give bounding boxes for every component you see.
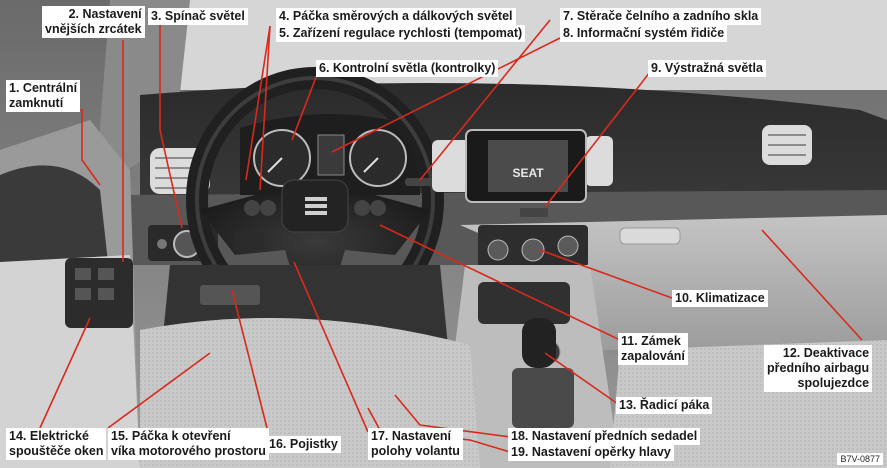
callout-18-text: Nastavení předních sedadel	[531, 429, 698, 443]
fuse-cover	[200, 285, 260, 305]
callout-15-number: 15.	[111, 429, 129, 443]
callout-18-number: 18.	[511, 429, 529, 443]
callout-5-number: 5.	[279, 26, 290, 40]
callout-17-text: Nastavení polohy volantu	[371, 429, 460, 458]
cluster-display	[317, 134, 345, 176]
callout-17: 17. Nastavení polohy volantu	[368, 428, 463, 460]
callout-1-number: 1.	[9, 81, 20, 95]
leader-line-17	[293, 261, 369, 433]
callout-10: 10. Klimatizace	[672, 290, 768, 307]
callout-3-number: 3.	[151, 9, 162, 23]
callout-3-text: Spínač světel	[164, 9, 245, 23]
callout-8-number: 8.	[563, 26, 574, 40]
leader-line-9	[544, 71, 651, 208]
steering-wheel-hub	[200, 195, 430, 300]
leader-line-8	[331, 37, 561, 153]
leader-line-6	[291, 71, 319, 141]
callout-9: 9. Výstražná světla	[648, 60, 766, 77]
callout-13-text: Řadicí páka	[639, 398, 710, 412]
leader-line-5	[259, 25, 271, 191]
callout-2-text: Nastavení vnějších zrcátek	[45, 7, 142, 36]
callout-11: 11. Zámek zapalování	[618, 333, 688, 365]
callout-10-number: 10.	[675, 291, 693, 305]
callout-6: 6. Kontrolní světla (kontrolky)	[316, 60, 499, 77]
callout-2-number: 2.	[68, 7, 80, 21]
callout-12-number: 12.	[782, 346, 801, 360]
callout-14-number: 14.	[9, 429, 27, 443]
callout-19-number: 19.	[511, 445, 529, 459]
callout-16-text: Pojistky	[289, 437, 338, 451]
wiper-stalk	[405, 178, 433, 186]
callout-4-number: 4.	[279, 9, 290, 23]
callout-6-number: 6.	[319, 61, 330, 75]
leader-line-12	[761, 229, 863, 341]
callout-19-text: Nastavení opěrky hlavy	[531, 445, 671, 459]
console-storage	[478, 282, 570, 324]
leader-line-10	[539, 249, 673, 299]
callout-8: 8. Informační systém řidiče	[560, 25, 728, 42]
callout-8-text: Informační systém řidiče	[576, 26, 725, 40]
callout-16: 16. Pojistky	[266, 436, 341, 453]
callout-6-text: Kontrolní světla (kontrolky)	[332, 61, 496, 75]
callout-11-number: 11.	[621, 334, 638, 348]
center-vent-right	[585, 136, 613, 186]
leader-lines	[39, 19, 863, 453]
callout-15: 15. Páčka k otevření víka motorového pro…	[108, 428, 269, 460]
leader-line-3	[159, 20, 183, 229]
leader-line-4	[245, 25, 271, 181]
center-vent-left	[432, 140, 470, 192]
callout-5: 5. Zařízení regulace rychlosti (tempomat…	[276, 25, 526, 42]
callout-13: 13. Řadicí páka	[616, 397, 713, 414]
gear-base	[512, 368, 574, 428]
callout-7-text: Stěrače čelního a zadního skla	[576, 9, 759, 23]
leader-line-13	[544, 352, 619, 405]
callout-4-text: Páčka směrových a dálkových světel	[292, 9, 513, 23]
callout-3: 3. Spínač světel	[148, 8, 248, 25]
callout-11-text: Zámek zapalování	[621, 334, 685, 363]
callout-7-number: 7.	[563, 9, 574, 23]
callout-1: 1. Centrální zamknutí	[6, 80, 81, 112]
leader-line-7	[419, 19, 551, 181]
callout-5-text: Zařízení regulace rychlosti (tempomat)	[292, 26, 523, 40]
callout-1-text: Centrální zamknutí	[9, 81, 78, 110]
leader-line-11	[379, 224, 621, 341]
callout-19: 19. Nastavení opěrky hlavy	[508, 444, 674, 461]
screen-brand-text: SEAT	[512, 166, 544, 180]
door-armrest-top	[0, 165, 108, 262]
steering-logo-icon	[305, 197, 327, 215]
leader-line-18	[394, 394, 511, 438]
glovebox-handle	[619, 227, 681, 245]
callout-12-text: Deaktivace předního airbagu spolujezdce	[767, 346, 870, 390]
leader-line-16	[231, 289, 269, 433]
callout-12: 12. Deaktivace předního airbagu spolujez…	[764, 345, 873, 392]
callout-16-number: 16.	[269, 437, 287, 451]
callout-10-text: Klimatizace	[695, 291, 765, 305]
hazard-button	[520, 208, 548, 217]
callout-14: 14. Elektrické spouštěče oken	[6, 428, 107, 460]
callout-14-text: Elektrické spouštěče oken	[9, 429, 104, 458]
callout-7: 7. Stěrače čelního a zadního skla	[560, 8, 762, 25]
callout-18: 18. Nastavení předních sedadel	[508, 428, 701, 445]
leader-line-15	[107, 352, 211, 429]
leader-line-14	[39, 317, 91, 429]
callout-15-text: Páčka k otevření víka motorového prostor…	[111, 429, 266, 458]
callout-9-number: 9.	[651, 61, 662, 75]
callout-4: 4. Páčka směrových a dálkových světel	[276, 8, 516, 25]
callout-9-text: Výstražná světla	[664, 61, 763, 75]
image-code: B7V-0877	[837, 453, 883, 465]
callout-2: 2. Nastavení vnějších zrcátek	[42, 6, 145, 38]
callout-13-number: 13.	[619, 398, 637, 412]
callout-17-number: 17.	[371, 429, 389, 443]
gear-lever	[522, 318, 556, 368]
